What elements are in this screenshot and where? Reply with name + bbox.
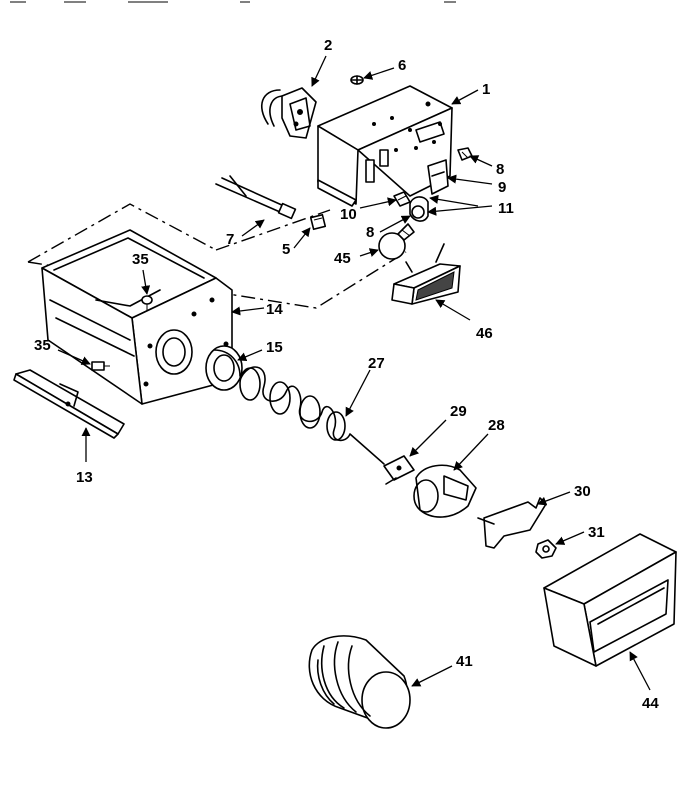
part-5-terminal-block <box>309 213 327 231</box>
callout-labels: 2 6 1 8 9 11 10 8 7 5 45 35 14 46 35 15 … <box>34 37 659 712</box>
part-27-auger-spring <box>239 366 385 465</box>
leader-lines <box>57 55 651 691</box>
callout-46: 46 <box>476 325 493 342</box>
part-13-mounting-rail <box>13 369 125 439</box>
part-6-screw <box>350 75 364 85</box>
callout-9: 9 <box>498 179 506 196</box>
callout-29: 29 <box>450 403 467 420</box>
callout-44: 44 <box>642 695 659 712</box>
callout-30: 30 <box>574 483 591 500</box>
part-35-screw-upper <box>141 295 153 310</box>
part-7-wire-harness <box>215 175 297 220</box>
callout-35-lower: 35 <box>34 337 51 354</box>
part-15-bearing <box>205 345 243 391</box>
callout-7: 7 <box>226 231 234 248</box>
part-30-bracket <box>477 497 547 549</box>
callout-13: 13 <box>76 469 93 486</box>
callout-14: 14 <box>266 301 283 318</box>
callout-31: 31 <box>588 524 605 541</box>
part-8-screw-upper <box>457 147 473 161</box>
callout-45: 45 <box>334 250 351 267</box>
callout-41: 41 <box>456 653 473 670</box>
part-44-motor-cover <box>543 533 677 667</box>
part-2-timer-motor <box>260 87 317 139</box>
part-29-washer <box>383 455 415 485</box>
callout-6: 6 <box>398 57 406 74</box>
part-45-light-bulb <box>378 223 415 260</box>
callout-10: 10 <box>340 206 357 223</box>
callout-1: 1 <box>482 81 490 98</box>
part-11-lamp-socket <box>409 196 429 222</box>
part-46-light-cover <box>391 243 461 305</box>
callout-5: 5 <box>282 241 290 258</box>
callout-15: 15 <box>266 339 283 356</box>
callout-2: 2 <box>324 37 332 54</box>
callout-8-upper: 8 <box>496 161 504 178</box>
callout-11: 11 <box>498 200 514 217</box>
part-41-motor-drum <box>308 635 411 729</box>
callout-27: 27 <box>368 355 385 372</box>
part-31-nut <box>535 539 557 559</box>
callout-8-lower: 8 <box>366 224 374 241</box>
part-35-screw-lower <box>91 361 110 371</box>
callout-35-upper: 35 <box>132 251 149 268</box>
callout-28: 28 <box>488 417 505 434</box>
part-9-switch-bracket <box>427 159 449 195</box>
assembly-dashed-outline <box>27 203 407 309</box>
part-28-drive-coupler <box>413 464 477 518</box>
